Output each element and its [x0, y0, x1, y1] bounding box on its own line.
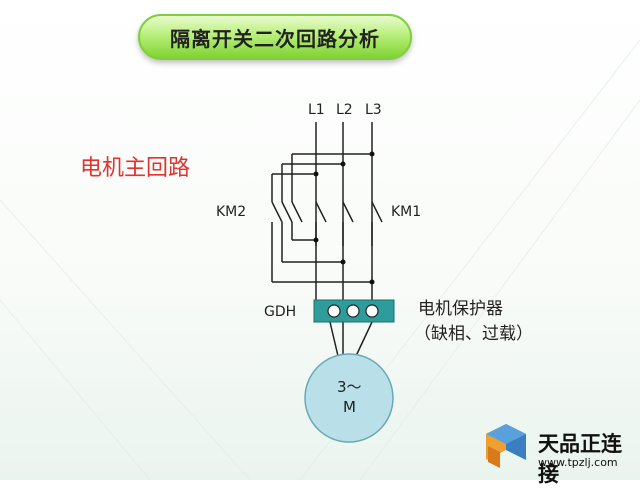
junction-dots: [313, 151, 375, 285]
contactor-label-km1: KM1: [391, 204, 422, 220]
section-heading: 电机主回路: [80, 156, 191, 181]
circuit-diagram: [271, 122, 383, 357]
phase-label-l2: L2: [336, 102, 353, 118]
protector-note: （缺相、过载）: [414, 324, 533, 344]
protector-terminals: [327, 304, 379, 318]
watermark-logo: [486, 424, 526, 468]
motor-label-m: M: [343, 398, 356, 416]
motor-label-phase: 3～: [337, 378, 362, 396]
phase-label-l3: L3: [365, 102, 382, 118]
motor-symbol: [304, 353, 394, 443]
page-title: 隔离开关二次回路分析: [170, 26, 380, 51]
protector-label: GDH: [264, 304, 297, 320]
contactor-label-km2: KM2: [216, 204, 247, 220]
watermark-url: www.tpzlj.com: [538, 456, 618, 469]
title-banner: 隔离开关二次回路分析: [138, 14, 412, 60]
phase-label-l1: L1: [308, 102, 325, 118]
protector-name: 电机保护器: [418, 299, 503, 319]
